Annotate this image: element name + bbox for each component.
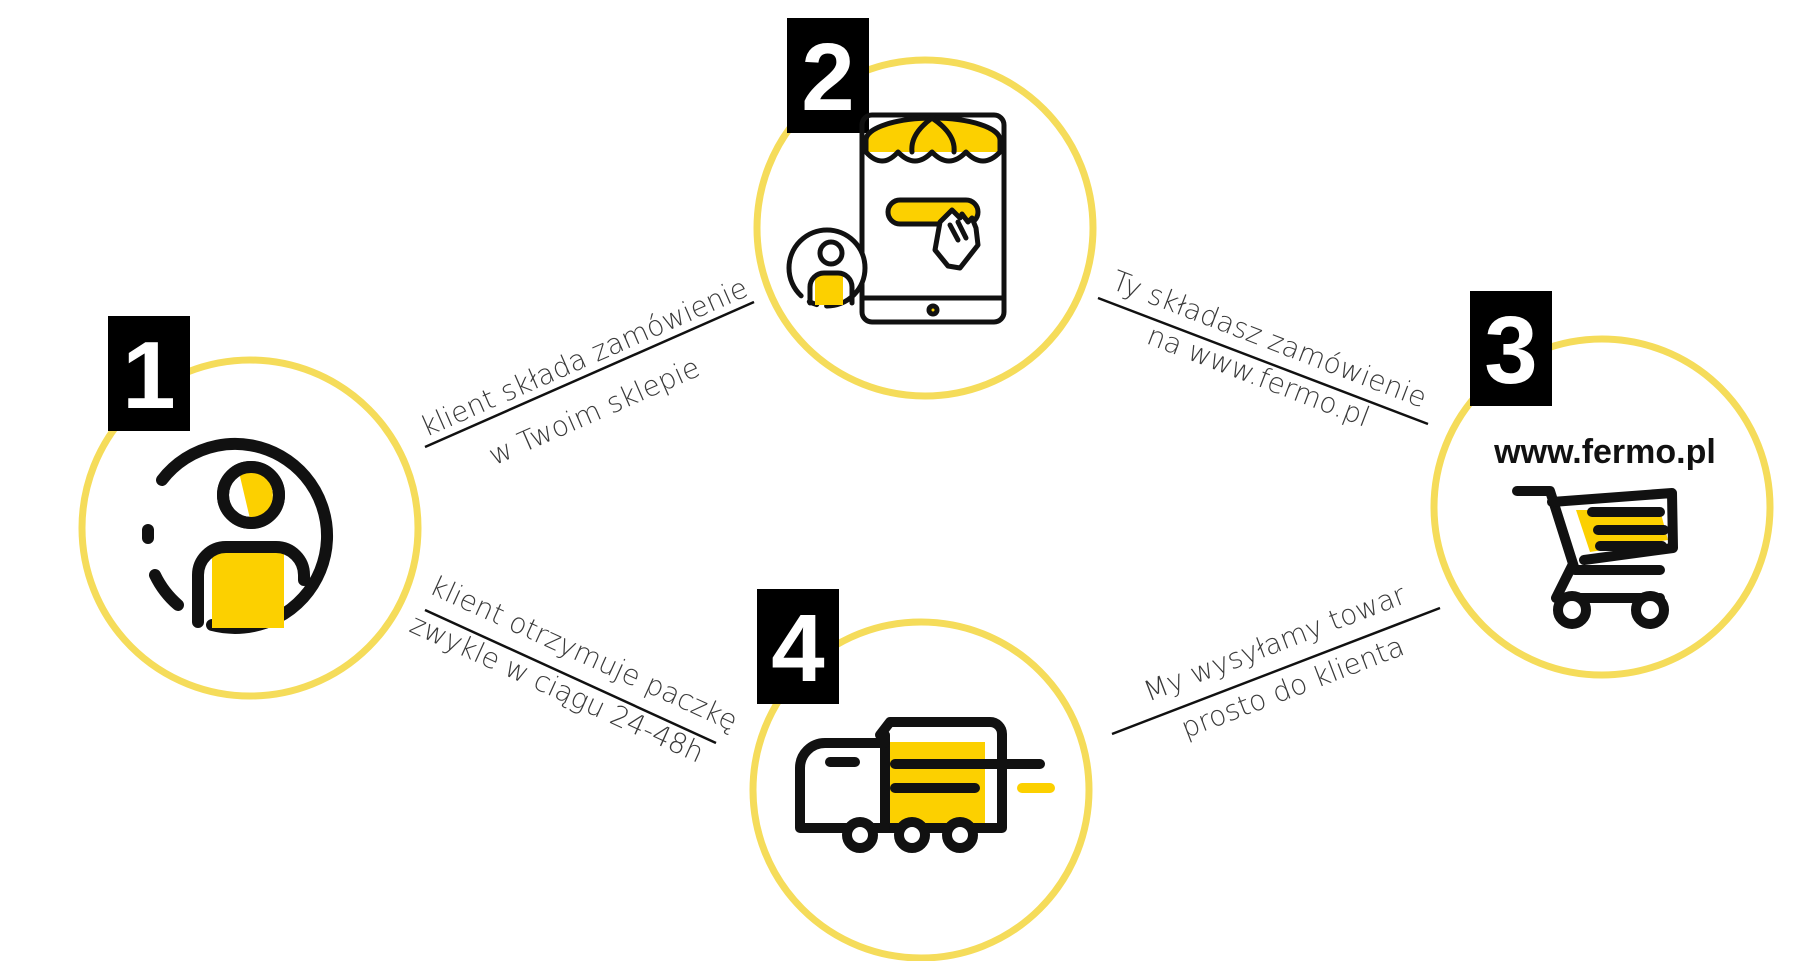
shopping-cart-icon <box>1512 486 1678 629</box>
step-3-badge: 3 <box>1470 291 1552 406</box>
step-2: 2 <box>753 18 1097 400</box>
step-1-ring <box>78 356 422 700</box>
step-4: 4 <box>749 589 1093 961</box>
delivery-truck-icon <box>795 717 1055 853</box>
step-2-number: 2 <box>801 24 854 131</box>
step-2-badge: 2 <box>787 18 869 133</box>
step-2-ring <box>753 56 1097 400</box>
step-1-number: 1 <box>122 322 175 429</box>
step-4-number: 4 <box>771 595 824 702</box>
step-4-ring <box>749 618 1093 961</box>
connector-4-1: klient otrzymuje paczkę zwykle w ciągu 2… <box>405 569 743 769</box>
connector-2-3: Ty składasz zamówienie na www.fermo.pl <box>1097 264 1431 434</box>
site-url-title: www.fermo.pl <box>1493 433 1716 471</box>
step-3-number: 3 <box>1484 297 1537 404</box>
connector-1-2: klient składa zamówienie w Twoim sklepie <box>416 271 755 472</box>
tablet-shop-icon <box>786 112 1007 325</box>
step-3-ring <box>1430 335 1774 679</box>
customer-icon <box>142 437 334 634</box>
step-3: 3 www.fermo.pl <box>1430 291 1774 679</box>
step-1: 1 <box>78 316 422 700</box>
step-1-badge: 1 <box>108 316 190 431</box>
step-4-badge: 4 <box>757 589 839 704</box>
connector-3-4: My wysyłamy towar prosto do klienta <box>1111 578 1441 745</box>
